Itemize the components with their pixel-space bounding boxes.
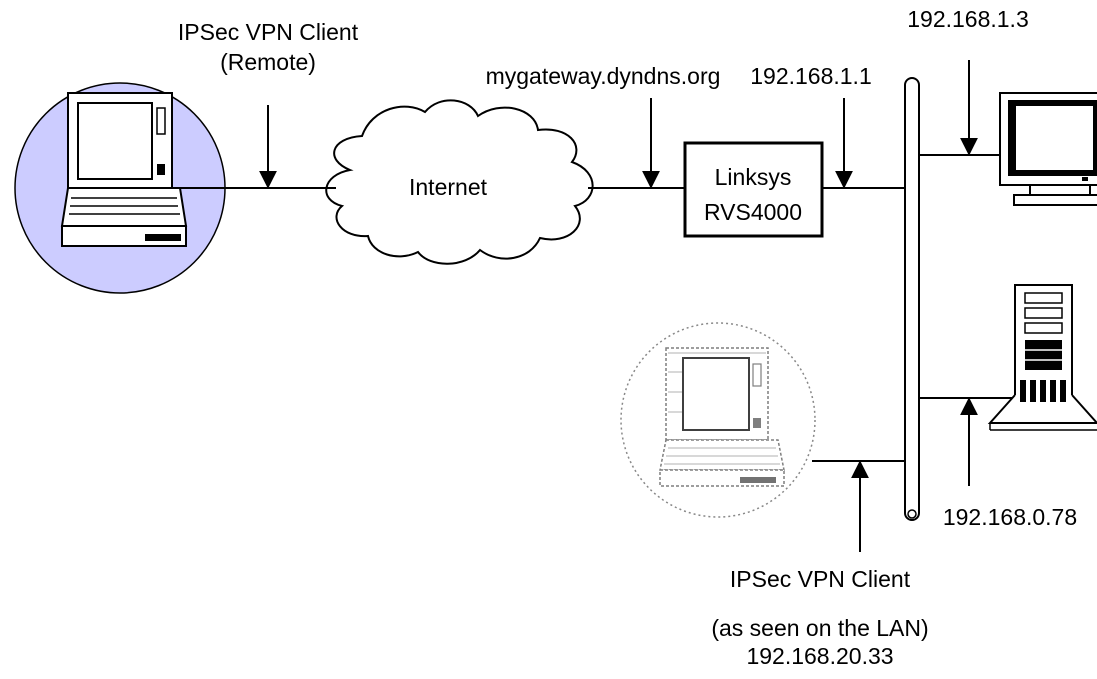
router-label-line2: RVS4000 bbox=[704, 199, 802, 225]
desktop-monitor-icon bbox=[999, 92, 1097, 206]
gateway-hostname-label: mygateway.dyndns.org bbox=[486, 63, 721, 89]
router-label-line1: Linksys bbox=[715, 164, 792, 190]
server-ip-label: 192.168.0.78 bbox=[943, 504, 1077, 530]
remote-laptop-icon bbox=[60, 92, 188, 247]
lan-laptop-icon bbox=[659, 347, 785, 487]
lan-bus bbox=[904, 77, 920, 521]
internet-cloud-icon bbox=[325, 99, 594, 265]
router-box bbox=[683, 141, 824, 238]
lan-client-label-line1: IPSec VPN Client bbox=[730, 566, 911, 592]
lan-client-circle bbox=[620, 322, 816, 518]
lan-client-label-line2: (as seen on the LAN) bbox=[711, 615, 928, 641]
router-ip-label: 192.168.1.1 bbox=[750, 63, 872, 89]
remote-client-label-line2: (Remote) bbox=[220, 49, 316, 75]
lan-client-ip-label: 192.168.20.33 bbox=[746, 643, 893, 669]
desktop-ip-label: 192.168.1.3 bbox=[907, 6, 1029, 32]
internet-label: Internet bbox=[409, 174, 488, 200]
remote-client-label-line1: IPSec VPN Client bbox=[178, 19, 359, 45]
server-tower-icon bbox=[987, 284, 1097, 431]
